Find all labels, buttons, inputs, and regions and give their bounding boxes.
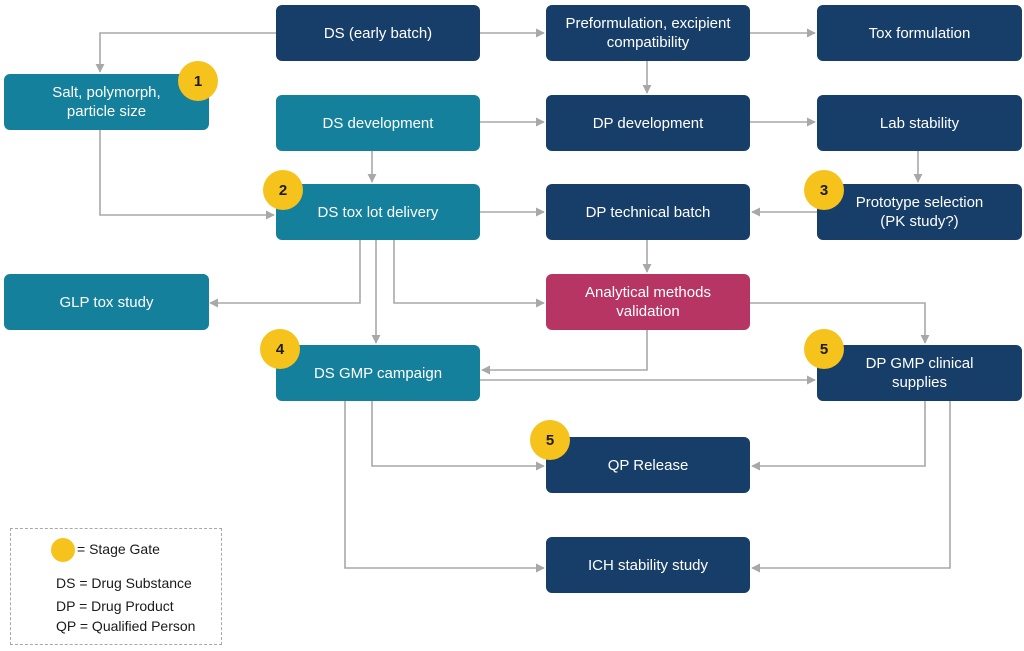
node-salt-polymorph[interactable]: Salt, polymorph, particle size (4, 74, 209, 130)
arrow-ds-early-to-salt (95, 32, 276, 73)
node-lab-stability[interactable]: Lab stability (817, 95, 1022, 151)
stage-gate-badge-5-dp-gmp: 5 (804, 329, 844, 369)
node-analytical-methods-validation[interactable]: Analytical methods validation (546, 274, 750, 330)
node-ds-tox-lot-delivery[interactable]: DS tox lot delivery (276, 184, 480, 240)
node-qp-release[interactable]: QP Release (546, 437, 750, 493)
legend: = Stage Gate DS = Drug Substance DP = Dr… (10, 528, 222, 645)
stage-gate-badge-1: 1 (178, 61, 218, 101)
node-ds-early-batch[interactable]: DS (early batch) (276, 5, 480, 61)
node-prototype-selection[interactable]: Prototype selection (PK study?) (817, 184, 1022, 240)
legend-ds: DS = Drug Substance (56, 575, 192, 591)
node-ds-development[interactable]: DS development (276, 95, 480, 151)
legend-stage-gate: = Stage Gate (77, 541, 160, 557)
node-ich-stability-study[interactable]: ICH stability study (546, 537, 750, 593)
arrow-ds-gmp-to-qp-release (371, 400, 545, 471)
arrow-ds-gmp-to-ich (344, 400, 545, 573)
arrow-ds-tox-lot-to-analytical (393, 240, 545, 308)
node-dp-gmp-clinical-supplies[interactable]: DP GMP clinical supplies (817, 345, 1022, 401)
node-preformulation[interactable]: Preformulation, excipient compatibility (546, 5, 750, 61)
legend-dp: DP = Drug Product (56, 598, 174, 614)
legend-qp: QP = Qualified Person (56, 618, 196, 634)
arrow-salt-to-ds-tox-lot (99, 129, 275, 220)
node-dp-technical-batch[interactable]: DP technical batch (546, 184, 750, 240)
stage-gate-badge-4: 4 (260, 329, 300, 369)
stage-gate-legend-dot (51, 538, 75, 562)
arrow-ds-tox-lot-to-glp (209, 240, 361, 308)
arrow-dp-gmp-to-qp-release (751, 400, 926, 471)
stage-gate-badge-3: 3 (804, 170, 844, 210)
stage-gate-badge-5-qp-release: 5 (530, 420, 570, 460)
node-glp-tox-study[interactable]: GLP tox study (4, 274, 209, 330)
node-dp-development[interactable]: DP development (546, 95, 750, 151)
node-tox-formulation[interactable]: Tox formulation (817, 5, 1022, 61)
arrow-analytical-to-ds-gmp (481, 330, 648, 375)
node-ds-gmp-campaign[interactable]: DS GMP campaign (276, 345, 480, 401)
stage-gate-badge-2: 2 (263, 170, 303, 210)
arrow-dp-gmp-to-ich (751, 400, 951, 573)
arrow-analytical-to-dp-gmp (750, 302, 930, 344)
